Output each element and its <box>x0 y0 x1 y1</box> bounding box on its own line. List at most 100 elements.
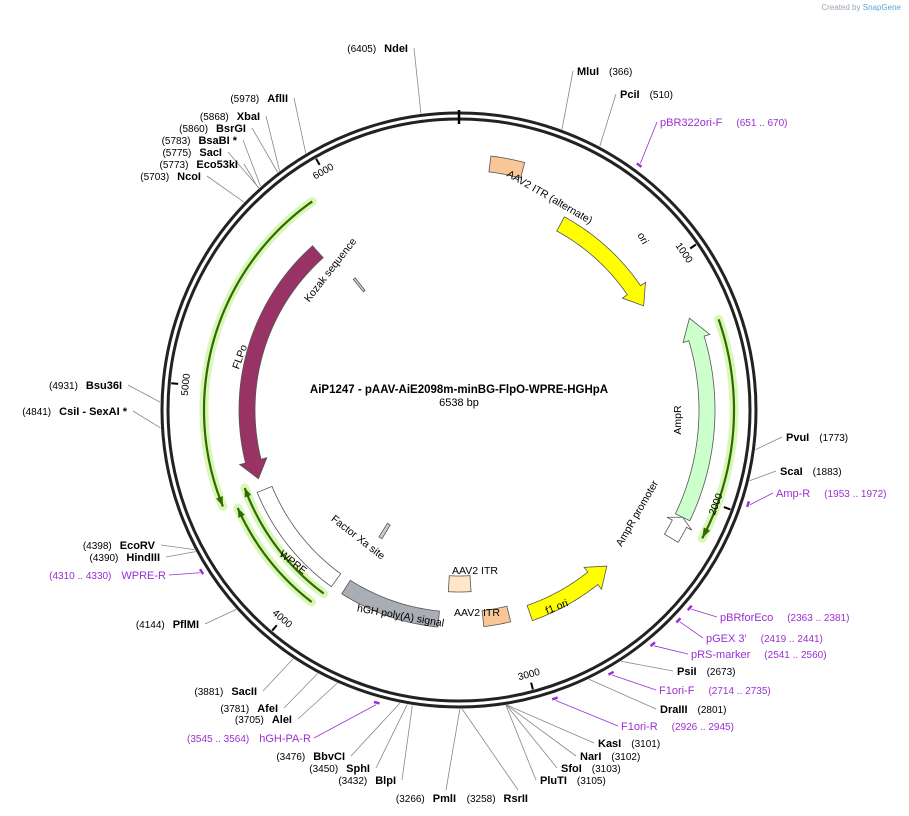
enzyme-position: (4390) <box>89 553 118 564</box>
primer-range: (2419 .. 2441) <box>761 634 823 645</box>
plasmid-name: AiP1247 - pAAV-AiE2098m-minBG-FlpO-WPRE-… <box>310 384 608 396</box>
enzyme-leader-line <box>132 410 161 429</box>
enzyme-label: (5703)NcoI <box>140 171 201 183</box>
enzyme-name: PluTI <box>540 775 567 787</box>
feature-shape <box>674 317 716 522</box>
enzyme-site-sfoi: SfoI(3103) <box>506 704 621 775</box>
feature-shape <box>663 516 693 543</box>
enzyme-leader-line <box>265 115 280 171</box>
primer-marker <box>686 604 693 611</box>
enzyme-site-ncoi: (5703)NcoI <box>140 171 245 203</box>
primer-leader-line <box>313 704 377 739</box>
feature-aav2-itr <box>447 575 472 593</box>
enzyme-position: (3881) <box>194 687 223 698</box>
primer-name: F1ori-F <box>659 685 695 697</box>
enzyme-site-sacii: (3881) SacII <box>194 658 294 698</box>
feature-factor-xa-site <box>378 522 391 540</box>
enzyme-name: BsaBI * <box>198 135 237 147</box>
primer-range: (3545 .. 3564) <box>187 734 249 745</box>
primer-name: WPRE-R <box>121 570 166 582</box>
primer-amp-r: Amp-R(1953 .. 1972) <box>745 488 887 508</box>
feature-shape <box>488 155 526 179</box>
primer-leader-line <box>611 674 657 691</box>
enzyme-leader-line <box>506 704 595 744</box>
primer-pgex-3: pGEX 3'(2419 .. 2441) <box>675 617 823 645</box>
enzyme-site-pflmi: (4144)PflMI <box>136 609 237 631</box>
enzyme-name: SacII <box>231 686 257 698</box>
feature-f1-ori <box>526 565 608 622</box>
orf-line <box>701 319 736 539</box>
tick-label: 2000 <box>707 492 725 517</box>
orf-layer <box>199 196 739 607</box>
orf-band <box>240 483 329 599</box>
enzyme-name: SfoI <box>561 763 582 775</box>
primer-label: pBRforEco (2363 .. 2381) <box>720 612 849 624</box>
enzyme-leader-line <box>375 704 408 769</box>
feature-ori <box>556 216 646 307</box>
enzyme-position: (4398) <box>83 541 112 552</box>
enzyme-position: (3432) <box>338 776 367 787</box>
enzyme-position: (3266) <box>396 794 425 805</box>
feature-label-aav2-itr: AAV2 ITR <box>454 607 500 619</box>
enzyme-name: SacI <box>199 147 222 159</box>
enzyme-site-psii: PsiI(2673) <box>620 660 735 678</box>
feature-kozak-sequence <box>352 277 366 293</box>
enzyme-name: PmlI <box>433 793 456 805</box>
tick-label: 3000 <box>517 667 542 683</box>
enzyme-name: BbvCI <box>313 751 345 763</box>
enzyme-position: (510) <box>650 90 673 101</box>
enzyme-label: (5868)XbaI <box>200 111 260 123</box>
primer-name: pBRforEco <box>720 612 773 624</box>
enzyme-label: (5783)BsaBI * <box>162 135 238 147</box>
primer-prs-marker: pRS-marker(2541 .. 2560) <box>649 641 827 661</box>
enzyme-leader-line <box>227 151 260 189</box>
enzyme-site-bsrgi: (5860)BsrGI <box>179 123 279 173</box>
tick-mark <box>530 682 534 690</box>
orf-line <box>202 200 313 507</box>
primer-label: pGEX 3'(2419 .. 2441) <box>706 633 823 645</box>
primer-label: (4310 .. 4330)WPRE-R <box>49 570 166 582</box>
enzyme-label: NarI(3102) <box>580 751 640 763</box>
enzyme-position: (5703) <box>140 172 169 183</box>
primer-f1ori-r: F1ori-R(2926 .. 2945) <box>551 696 734 733</box>
enzyme-site-alei: (3705)AleI <box>235 682 338 726</box>
orf-band <box>199 196 317 511</box>
enzyme-name: NdeI <box>384 43 408 55</box>
enzyme-leader-line <box>749 470 777 482</box>
enzyme-name: Eco53kI <box>196 159 238 171</box>
primer-marker <box>198 568 205 575</box>
feature-shape <box>526 565 608 622</box>
enzyme-label: (3781)AfeI <box>220 703 278 715</box>
enzyme-leader-line <box>283 673 319 709</box>
primer-name: pRS-marker <box>691 649 751 661</box>
enzyme-position: (1883) <box>813 467 842 478</box>
primer-label: F1ori-R(2926 .. 2945) <box>621 721 734 733</box>
primer-layer: pBR322ori-F(651 .. 670)Amp-R(1953 .. 197… <box>49 117 886 745</box>
enzyme-site-rsrii: (3258)RsrII <box>461 708 528 805</box>
enzyme-leader-line <box>599 93 617 147</box>
enzyme-leader-line <box>505 705 537 781</box>
enzyme-site-pcii: PciI(510) <box>599 89 673 147</box>
enzyme-leader-line <box>413 47 422 114</box>
enzyme-leader-line <box>461 708 519 791</box>
enzyme-label: (4144)PflMI <box>136 619 199 631</box>
enzyme-leader-line <box>561 70 574 130</box>
primer-range: (2363 .. 2381) <box>787 613 849 624</box>
enzyme-position: (3476) <box>276 752 305 763</box>
feature-shape <box>556 216 646 307</box>
enzyme-site-draiii: DraIII (2801) <box>588 678 727 716</box>
tick-mark <box>723 506 731 511</box>
primer-label: Amp-R(1953 .. 1972) <box>776 488 887 500</box>
feature-aav2-itr <box>481 605 512 628</box>
enzyme-position: (2801) <box>698 705 727 716</box>
enzyme-position: (1773) <box>819 433 848 444</box>
enzyme-label: MluI(366) <box>577 66 632 78</box>
enzyme-label: (5860)BsrGI <box>179 123 246 135</box>
feature-shape <box>447 575 472 593</box>
enzyme-name: DraIII <box>660 704 688 716</box>
feature-flpo <box>238 245 324 480</box>
feature-aav2-itr-alternate <box>488 155 526 179</box>
enzyme-label: (4931)Bsu36I <box>49 380 122 392</box>
primer-wpre-r: (4310 .. 4330)WPRE-R <box>49 568 205 582</box>
